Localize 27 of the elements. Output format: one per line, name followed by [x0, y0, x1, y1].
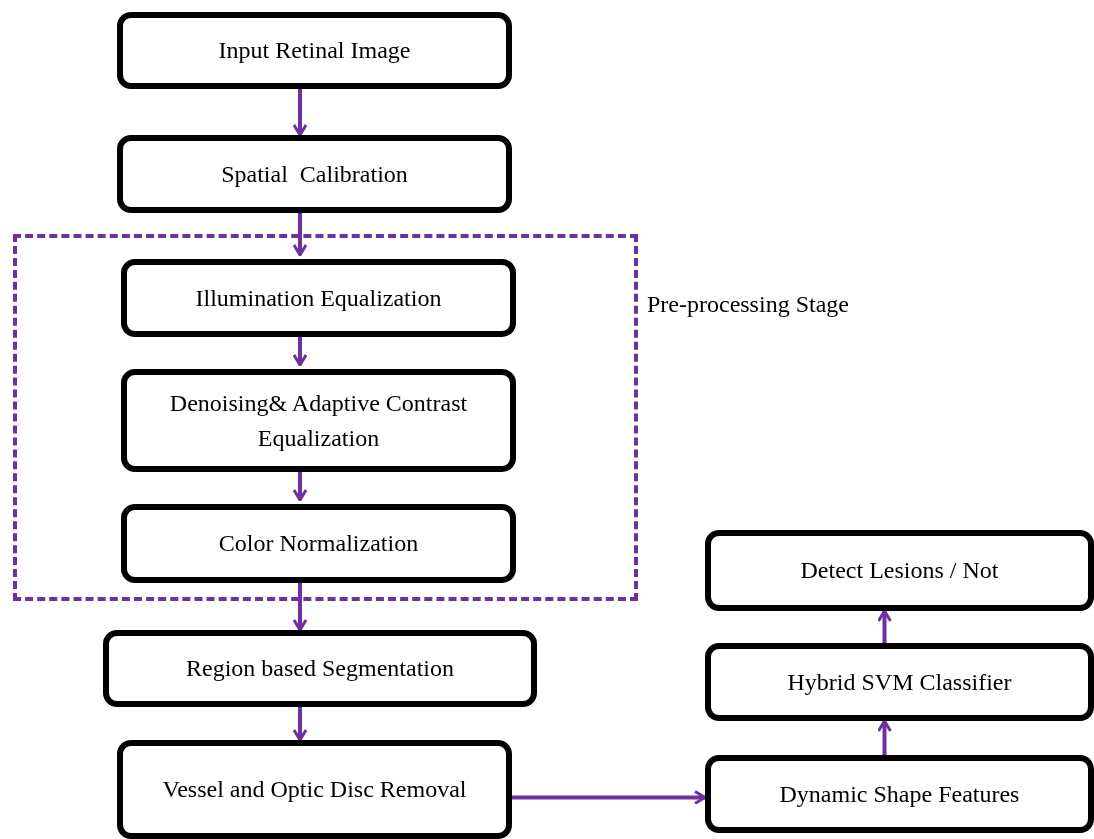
- arrow: [292, 89, 308, 137]
- arrow: [877, 609, 892, 643]
- box-label: Input Retinal Image: [218, 36, 411, 66]
- process-box: [117, 740, 512, 839]
- arrow: [292, 707, 308, 742]
- process-box: [705, 530, 1094, 611]
- box-label: Spatial Calibration: [221, 159, 408, 189]
- box-label: Hybrid SVM Classifier: [787, 667, 1012, 697]
- box-label: Region based Segmentation: [186, 654, 454, 684]
- stage-label: Pre-processing Stage: [647, 290, 849, 319]
- arrow: [512, 789, 707, 805]
- process-box: [705, 755, 1094, 833]
- box-label: Color Normalization: [218, 529, 419, 559]
- box-label: Denoising& Adaptive Contrast Equalization: [168, 388, 469, 453]
- process-box: [121, 259, 516, 337]
- process-box: [117, 135, 512, 213]
- process-box: [103, 630, 537, 707]
- process-box: [121, 369, 516, 472]
- box-label: Dynamic Shape Features: [779, 779, 1020, 809]
- arrow: [292, 213, 308, 257]
- process-box: [121, 504, 516, 583]
- box-label: Illumination Equalization: [195, 283, 442, 313]
- box-label: Vessel and Optic Disc Removal: [162, 775, 467, 805]
- process-box: [117, 12, 512, 89]
- process-box: [705, 643, 1094, 721]
- arrow: [877, 719, 892, 755]
- box-label: Detect Lesions / Not: [800, 556, 999, 586]
